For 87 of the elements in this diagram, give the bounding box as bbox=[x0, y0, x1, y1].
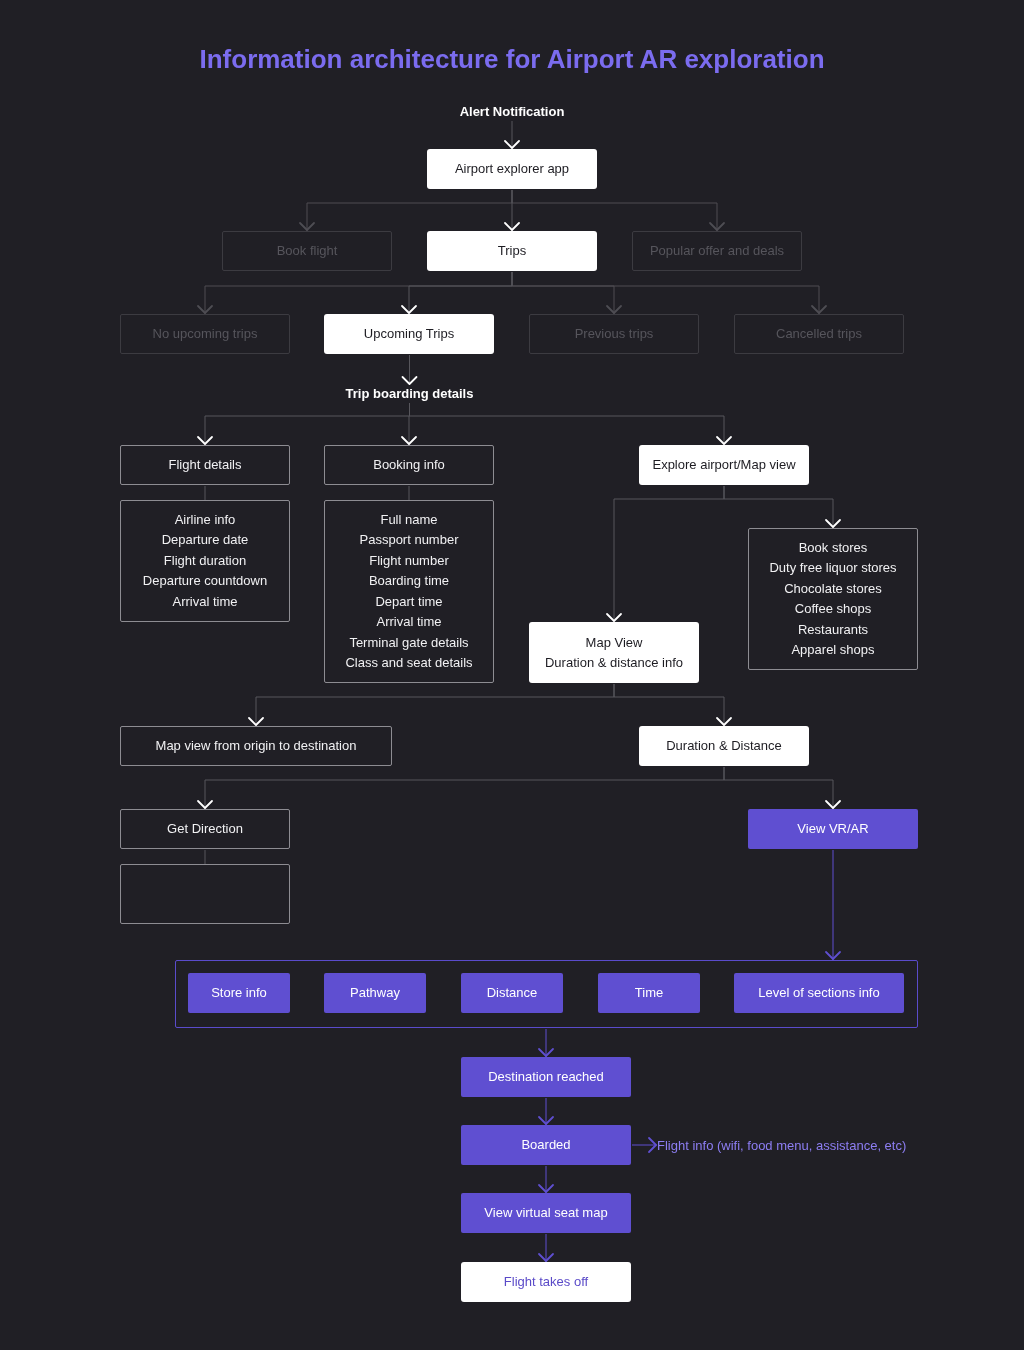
list-item: Restaurants bbox=[797, 620, 869, 639]
list-item: Flight duration bbox=[163, 551, 247, 570]
connector-arrow bbox=[723, 766, 841, 810]
box-label: View virtual seat map bbox=[484, 1204, 608, 1223]
action-box bbox=[461, 973, 563, 1013]
inactive-box bbox=[734, 314, 904, 354]
box-label: Flight details bbox=[168, 456, 242, 475]
node-box bbox=[427, 231, 597, 271]
list-item: Departure date bbox=[161, 531, 249, 550]
list-item: Chocolate stores bbox=[784, 579, 882, 598]
connector-arrow bbox=[538, 1028, 554, 1058]
node-box bbox=[324, 314, 494, 354]
diagram-title: Information architecture for Airport AR exploration bbox=[199, 43, 825, 75]
list-item: Book stores bbox=[798, 538, 868, 557]
outlined-box bbox=[120, 809, 290, 849]
connector-arrow bbox=[504, 189, 520, 232]
box-label: View VR/AR bbox=[797, 820, 869, 839]
node-box bbox=[427, 149, 597, 189]
list-item: Apparel shops bbox=[791, 641, 875, 659]
connector-arrow bbox=[401, 271, 513, 315]
list-box bbox=[324, 500, 494, 683]
box-label: Get Direction bbox=[167, 820, 243, 839]
action-box bbox=[461, 1125, 631, 1165]
list-item: Terminal gate details bbox=[349, 633, 469, 652]
outlined-box bbox=[120, 726, 392, 766]
list-item: Duty free liquor stores bbox=[769, 559, 897, 577]
action-box bbox=[461, 1193, 631, 1233]
action-box bbox=[324, 973, 426, 1013]
box-label: Duration & distance info bbox=[545, 653, 683, 672]
list-item: Departure countdown bbox=[142, 572, 268, 591]
connector-arrow bbox=[538, 1097, 554, 1126]
empty-box bbox=[120, 864, 290, 924]
action-box bbox=[461, 1057, 631, 1097]
action-box bbox=[188, 973, 290, 1013]
box-label: Distance bbox=[486, 984, 538, 1003]
list-item: Passport number bbox=[359, 531, 459, 549]
box-label: Explore airport/Map view bbox=[652, 456, 796, 475]
inactive-box bbox=[120, 314, 290, 354]
box-label: Upcoming Trips bbox=[363, 325, 455, 344]
inactive-box bbox=[222, 231, 392, 271]
action-box bbox=[734, 973, 904, 1013]
list-item: Airline info bbox=[174, 510, 236, 529]
inactive-box bbox=[632, 231, 802, 271]
note-label: Flight info (wifi, food menu, assistance, etc) bbox=[657, 1137, 907, 1154]
list-box bbox=[120, 500, 290, 622]
box-label: Airport explorer app bbox=[454, 160, 570, 179]
box-label: Booking info bbox=[373, 456, 445, 475]
connector-arrow bbox=[723, 485, 841, 529]
outlined-box bbox=[120, 445, 290, 485]
box-label: Trips bbox=[497, 242, 527, 261]
box-label: Level of sections info bbox=[758, 984, 880, 1003]
list-box bbox=[748, 528, 918, 670]
connector-arrow bbox=[613, 683, 732, 727]
connector-arrow bbox=[401, 354, 418, 386]
empty-box bbox=[175, 960, 918, 1028]
box-label: Map view from origin to destination bbox=[155, 737, 357, 756]
box-label: Pathway bbox=[350, 984, 400, 1003]
box-label: Flight takes off bbox=[503, 1273, 589, 1292]
list-item: Arrival time bbox=[172, 592, 238, 611]
list-item: Coffee shops bbox=[794, 600, 872, 618]
connector-arrow bbox=[538, 1233, 554, 1263]
node-box bbox=[639, 726, 809, 766]
outlined-box bbox=[324, 445, 494, 485]
node-label: Alert Notification bbox=[459, 103, 565, 120]
box-label: Duration & Distance bbox=[666, 737, 782, 756]
box-label: Map View bbox=[585, 634, 643, 652]
box-label: Store info bbox=[211, 984, 267, 1003]
connector-arrow bbox=[631, 1137, 658, 1153]
node-box bbox=[639, 445, 809, 485]
box-label: Destination reached bbox=[488, 1068, 604, 1087]
connector-arrow bbox=[825, 849, 841, 961]
connector-arrow bbox=[538, 1165, 554, 1194]
node-box bbox=[461, 1262, 631, 1302]
list-item: Flight number bbox=[369, 551, 449, 570]
box-label: Boarded bbox=[521, 1136, 571, 1155]
connector-arrow bbox=[504, 120, 520, 150]
node-label: Trip boarding details bbox=[345, 385, 474, 402]
action-box bbox=[598, 973, 700, 1013]
list-item: Depart time bbox=[375, 592, 443, 611]
list-item: Class and seat details bbox=[345, 654, 473, 672]
node-box bbox=[529, 622, 699, 683]
list-item: Boarding time bbox=[368, 572, 450, 590]
box-label: Time bbox=[634, 984, 664, 1003]
list-item: Full name bbox=[380, 510, 438, 529]
inactive-box bbox=[529, 314, 699, 354]
list-item: Arrival time bbox=[376, 613, 442, 631]
action-box bbox=[748, 809, 918, 849]
